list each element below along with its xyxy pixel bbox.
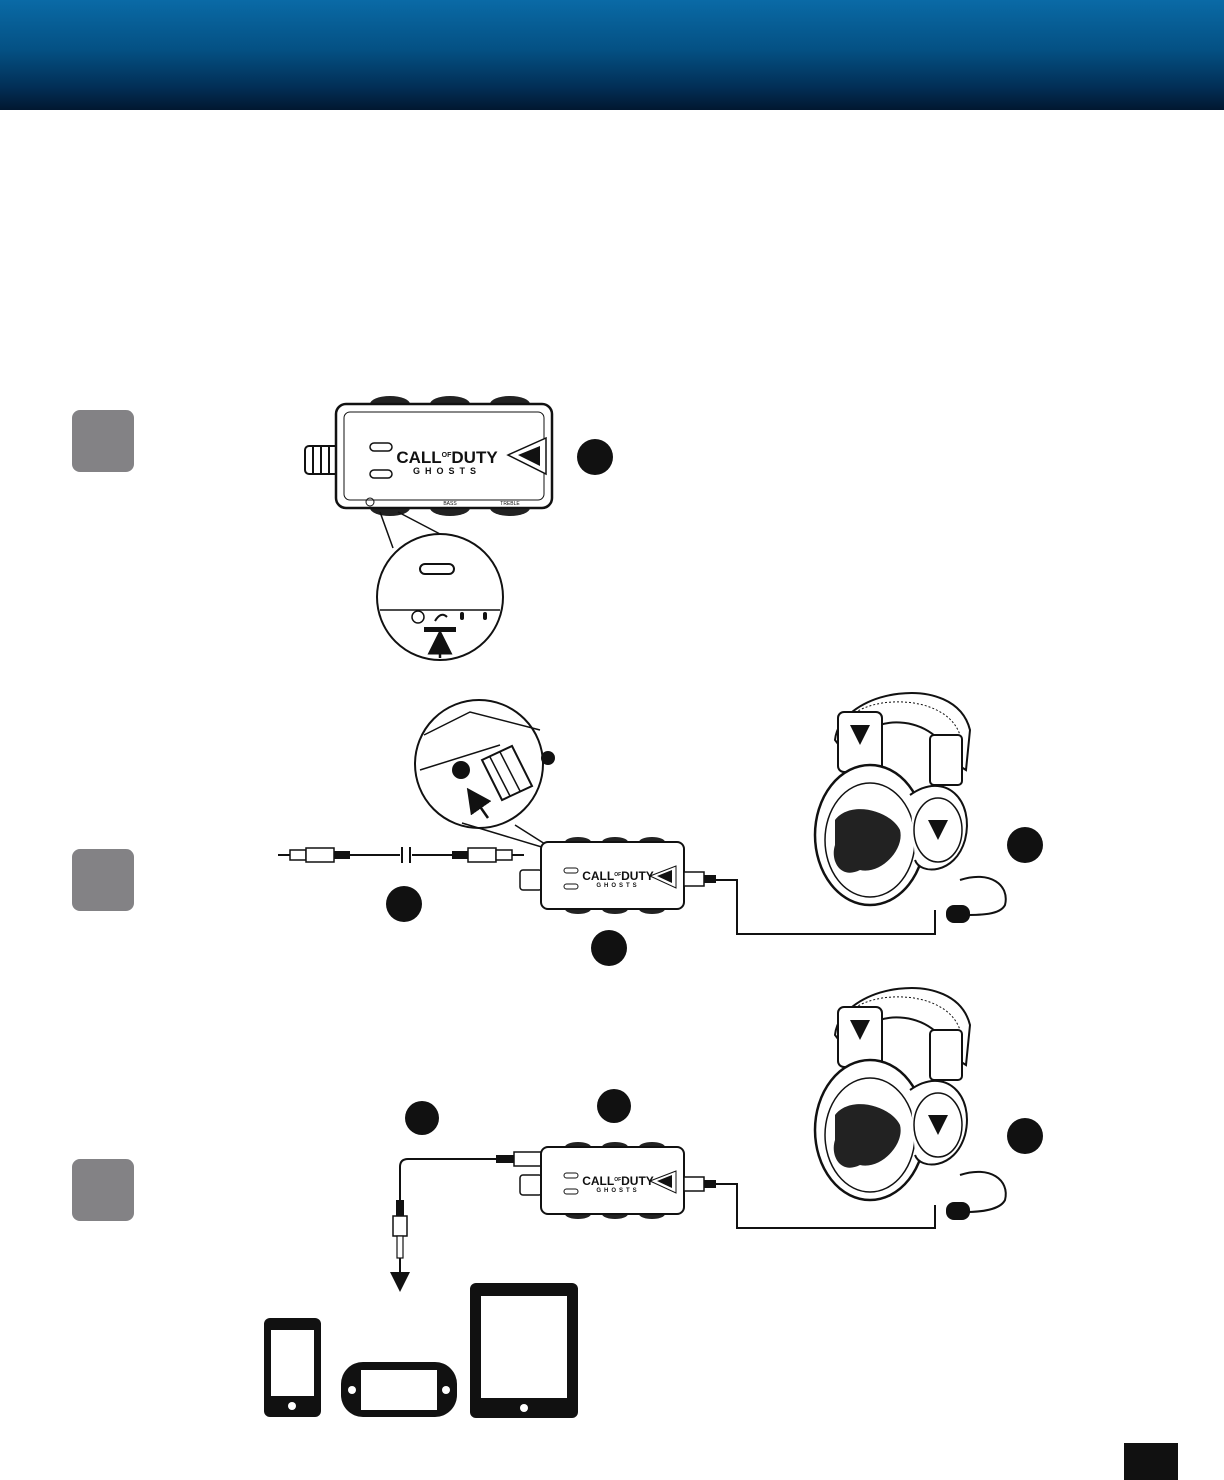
step-badge-2 — [72, 849, 134, 911]
zoom-circle-jack — [414, 699, 555, 829]
tablet-icon — [470, 1283, 578, 1418]
audio-cable — [390, 1151, 543, 1292]
logo-subtitle: GHOSTS — [413, 466, 481, 476]
page-number-box — [1124, 1443, 1178, 1480]
headphone-icon — [434, 613, 448, 622]
callout-dot — [386, 886, 422, 922]
callout-dot — [1007, 1118, 1043, 1154]
control-unit-large: CALLOFDUTY GHOSTS BASS TREBLE — [304, 396, 554, 516]
mic-icon — [460, 612, 464, 620]
bass-label: BASS — [443, 501, 457, 507]
phone-icon — [264, 1318, 321, 1417]
headset-icon — [813, 692, 1007, 923]
svg-text:GHOSTS: GHOSTS — [596, 1188, 639, 1194]
header-band — [0, 0, 1224, 110]
control-unit-small-3: CALLOFDUTY GHOSTS — [519, 1142, 716, 1219]
logo-line: CALLOFDUTY — [396, 448, 498, 467]
mute-icon — [411, 610, 425, 624]
zoom-circle-switch — [376, 533, 504, 661]
svg-text:CALLOFDUTY: CALLOFDUTY — [582, 1174, 654, 1188]
headset-icon — [813, 987, 1007, 1220]
splitter-cable — [278, 847, 524, 863]
callout-dot — [405, 1101, 439, 1135]
treble-label: TREBLE — [500, 501, 520, 507]
callout-dot — [597, 1089, 631, 1123]
callout-dot — [1007, 827, 1043, 863]
callout-dot — [591, 930, 627, 966]
handheld-console-icon — [341, 1362, 457, 1417]
svg-text:GHOSTS: GHOSTS — [596, 883, 639, 889]
control-unit-small-2: CALLOFDUTY GHOSTS — [519, 837, 716, 914]
step-badge-1 — [72, 410, 134, 472]
svg-text:CALLOFDUTY: CALLOFDUTY — [582, 869, 654, 883]
step-badge-3 — [72, 1159, 134, 1221]
callout-dot — [577, 439, 613, 475]
